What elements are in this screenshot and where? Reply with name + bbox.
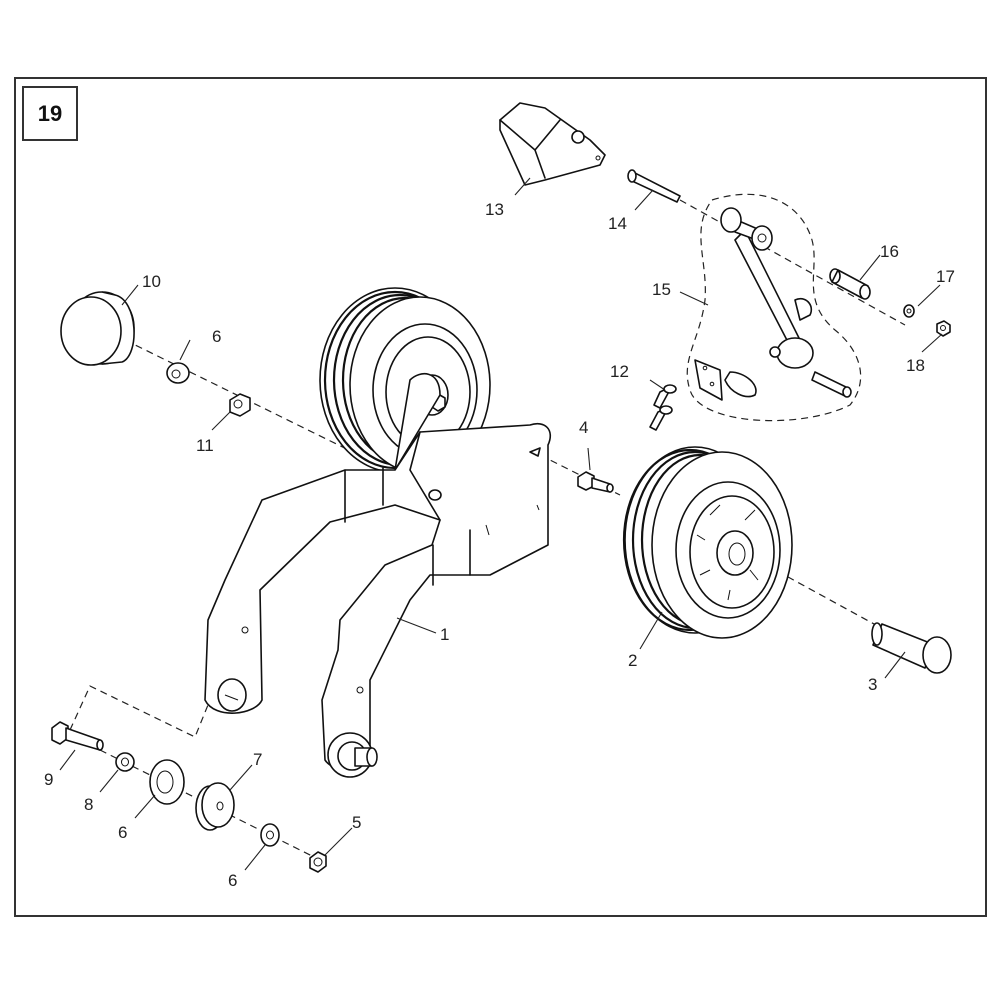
part-9-hex-bolt [51,721,104,751]
callout-11: 11 [196,436,214,455]
part-1-frame [204,372,552,778]
callout-13: 13 [485,200,504,219]
part-7-bushing [195,782,235,831]
part-11-hex-nut [229,393,251,417]
callout-3: 3 [868,675,877,694]
part-8-lock-washer [115,752,135,772]
part-6-washer-lower [260,823,280,847]
callout-9: 9 [44,770,53,789]
part-2-wheel [622,446,793,639]
callout-8: 8 [84,795,93,814]
callout-6-upper: 6 [212,327,221,346]
part-12-screws [649,384,677,431]
part-6-washer-large [149,759,185,805]
callout-6-lower: 6 [228,871,237,890]
callout-1: 1 [440,625,449,644]
callout-17: 17 [936,267,955,286]
part-15-lever-assembly [694,207,852,401]
callout-6-large: 6 [118,823,127,842]
callout-16: 16 [880,242,899,261]
centerline-bolt9-bracket [69,685,211,738]
leader-lines [59,177,943,871]
part-18-lock-nut [936,320,951,337]
callout-14: 14 [608,214,627,233]
part-13-mounting-bracket [499,102,606,186]
callout-labels: 1 2 3 4 5 6 6 6 7 8 9 10 11 12 13 14 15 … [44,200,955,890]
callout-12: 12 [610,362,629,381]
part-5-nut [309,851,327,873]
callout-2: 2 [628,651,637,670]
lever-assembly-boundary [686,193,862,422]
centerline-hubcap-axis [124,339,431,491]
part-4-shoulder-bolt [577,471,614,493]
figure-number-badge: 19 [22,86,78,141]
callout-10: 10 [142,272,161,291]
diagram-frame [14,77,987,917]
part-3-axle-pin [871,622,952,674]
part-17-washer [903,304,915,318]
callout-15: 15 [652,280,671,299]
part-14-pivot-bolt [627,169,681,203]
part-6-washer-upper [166,362,190,384]
callout-7: 7 [253,750,262,769]
callout-18: 18 [906,356,925,375]
callout-4: 4 [579,418,588,437]
centerline-pivot [679,199,906,326]
callout-5: 5 [352,813,361,832]
part-10-hub-cap [60,291,135,366]
part-16-spacer [829,268,871,300]
